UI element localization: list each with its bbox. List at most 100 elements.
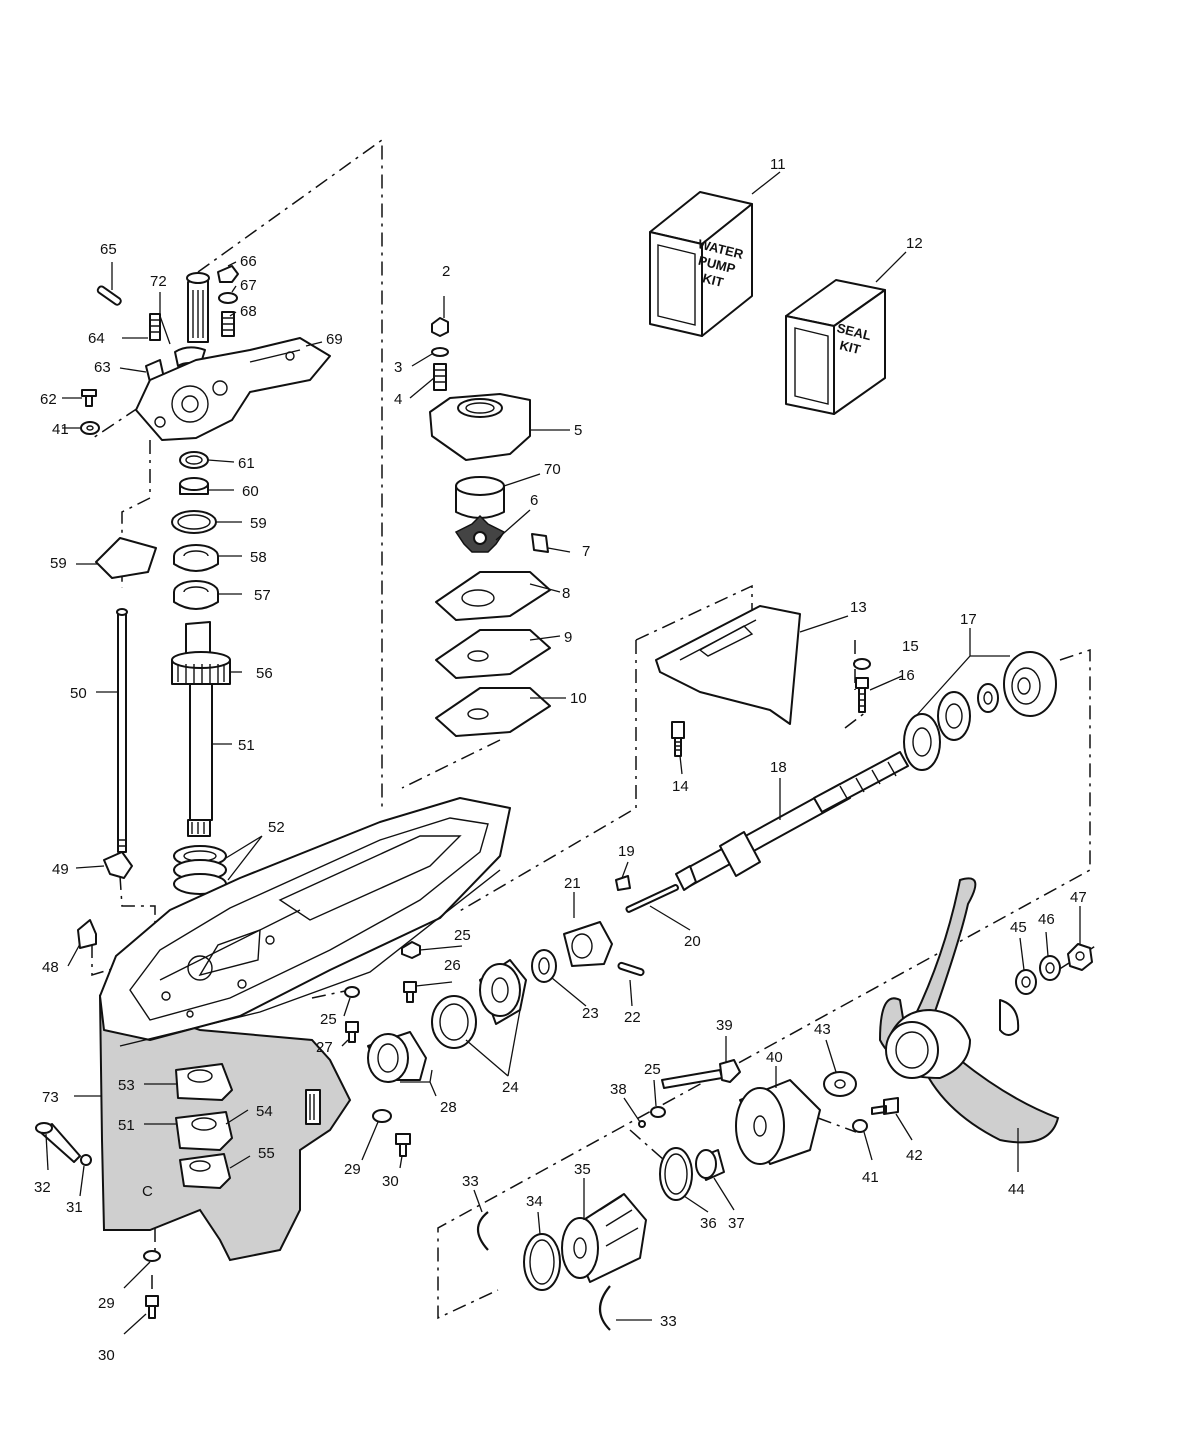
propeller-44 [878,877,1060,1144]
callout-44: 44 [1008,1181,1025,1198]
callout-37: 37 [728,1215,745,1232]
callout-7: 7 [582,543,590,560]
seal-kit-box: SEAL KIT [785,279,886,415]
bearing-stack-17 [903,651,1057,771]
callout-57: 57 [254,587,271,604]
callout-12: 12 [906,235,923,252]
callout-17: 17 [960,611,977,628]
callout-35: 35 [574,1161,591,1178]
callout-40: 40 [766,1049,783,1066]
callout-36: 36 [700,1215,717,1232]
trim-tab-13 [655,605,871,757]
callout-34: 34 [526,1193,543,1210]
callout-58: 58 [250,549,267,566]
callout-24: 24 [502,1079,519,1096]
callout-30: 30 [98,1347,115,1364]
callout-73: 73 [42,1089,59,1106]
callout-53: 53 [118,1077,135,1094]
callout-labels: 2 3 4 5 6 7 8 9 10 11 12 13 14 15 16 17 … [34,156,1087,1364]
kit-label-line: KIT [701,270,725,290]
callout-39: 39 [716,1017,733,1034]
callout-51: 51 [118,1117,135,1134]
callout-25: 25 [454,927,471,944]
small-parts-48-49 [77,851,133,949]
callout-51: 51 [238,737,255,754]
callout-46: 46 [1038,911,1055,928]
callout-11: 11 [770,156,786,173]
callout-23: 23 [582,1005,599,1022]
shift-housing-69 [135,337,331,441]
callout-6: 6 [530,492,538,509]
callout-19: 19 [618,843,635,860]
callout-5: 5 [574,422,582,439]
callout-49: 49 [52,861,69,878]
callout-32: 32 [34,1179,51,1196]
callout-67: 67 [240,277,257,294]
callout-41: 41 [52,421,69,438]
callout-62: 62 [40,391,57,408]
callout-61: 61 [238,455,255,472]
callout-66: 66 [240,253,257,270]
callout-25: 25 [320,1011,337,1028]
callout-68: 68 [240,303,257,320]
callout-2: 2 [442,263,450,280]
callout-64: 64 [88,330,105,347]
callout-41: 41 [862,1169,879,1186]
shift-shaft-50 [116,608,128,853]
housing-plugs-53-55 [175,1063,233,1189]
callout-28: 28 [440,1099,457,1116]
kit-label-line: KIT [838,337,862,357]
callout-27: 27 [316,1039,333,1056]
callout-43: 43 [814,1021,831,1038]
drive-shaft-51 [171,621,231,837]
callout-42: 42 [906,1147,923,1164]
callout-54: 54 [256,1103,273,1120]
callout-4: 4 [394,391,402,408]
callout-26: 26 [444,957,461,974]
callout-47: 47 [1070,889,1087,906]
callout-22: 22 [624,1009,641,1026]
propeller-shaft-18 [675,751,909,891]
callout-20: 20 [684,933,701,950]
callout-15: 15 [902,638,919,655]
callout-50: 50 [70,685,87,702]
callout-21: 21 [564,875,581,892]
bearing-seal-stack [95,451,219,610]
callout-45: 45 [1010,919,1027,936]
callout-29: 29 [98,1295,115,1312]
callout-9: 9 [564,629,572,646]
callout-69: 69 [326,331,343,348]
gear-bearing-group [344,875,679,1083]
callout-33: 33 [660,1313,677,1330]
water-pump-kit-box: WATER PUMP KIT [649,191,753,337]
callout-3: 3 [394,359,402,376]
housing-mark: C [142,1183,153,1200]
callout-29: 29 [344,1161,361,1178]
water-pump-stack [429,317,551,737]
callout-52: 52 [268,819,285,836]
callout-30: 30 [382,1173,399,1190]
shims-52 [173,845,227,895]
callout-55: 55 [258,1145,275,1162]
callout-56: 56 [256,665,273,682]
callout-8: 8 [562,585,570,602]
callout-59: 59 [250,515,267,532]
callout-31: 31 [66,1199,83,1216]
callout-33: 33 [462,1173,479,1190]
callout-65: 65 [100,241,117,258]
callout-16: 16 [898,667,915,684]
small-screws-left [35,1109,411,1319]
callout-72: 72 [150,273,167,290]
callout-18: 18 [770,759,787,776]
callout-63: 63 [94,359,111,376]
leader-lines [45,171,1081,1335]
callout-13: 13 [850,599,867,616]
callout-70: 70 [544,461,561,478]
hub-parts-group [476,1059,899,1331]
callout-60: 60 [242,483,259,500]
callout-48: 48 [42,959,59,976]
nut-parts-45-47 [1015,943,1093,995]
callout-10: 10 [570,690,587,707]
